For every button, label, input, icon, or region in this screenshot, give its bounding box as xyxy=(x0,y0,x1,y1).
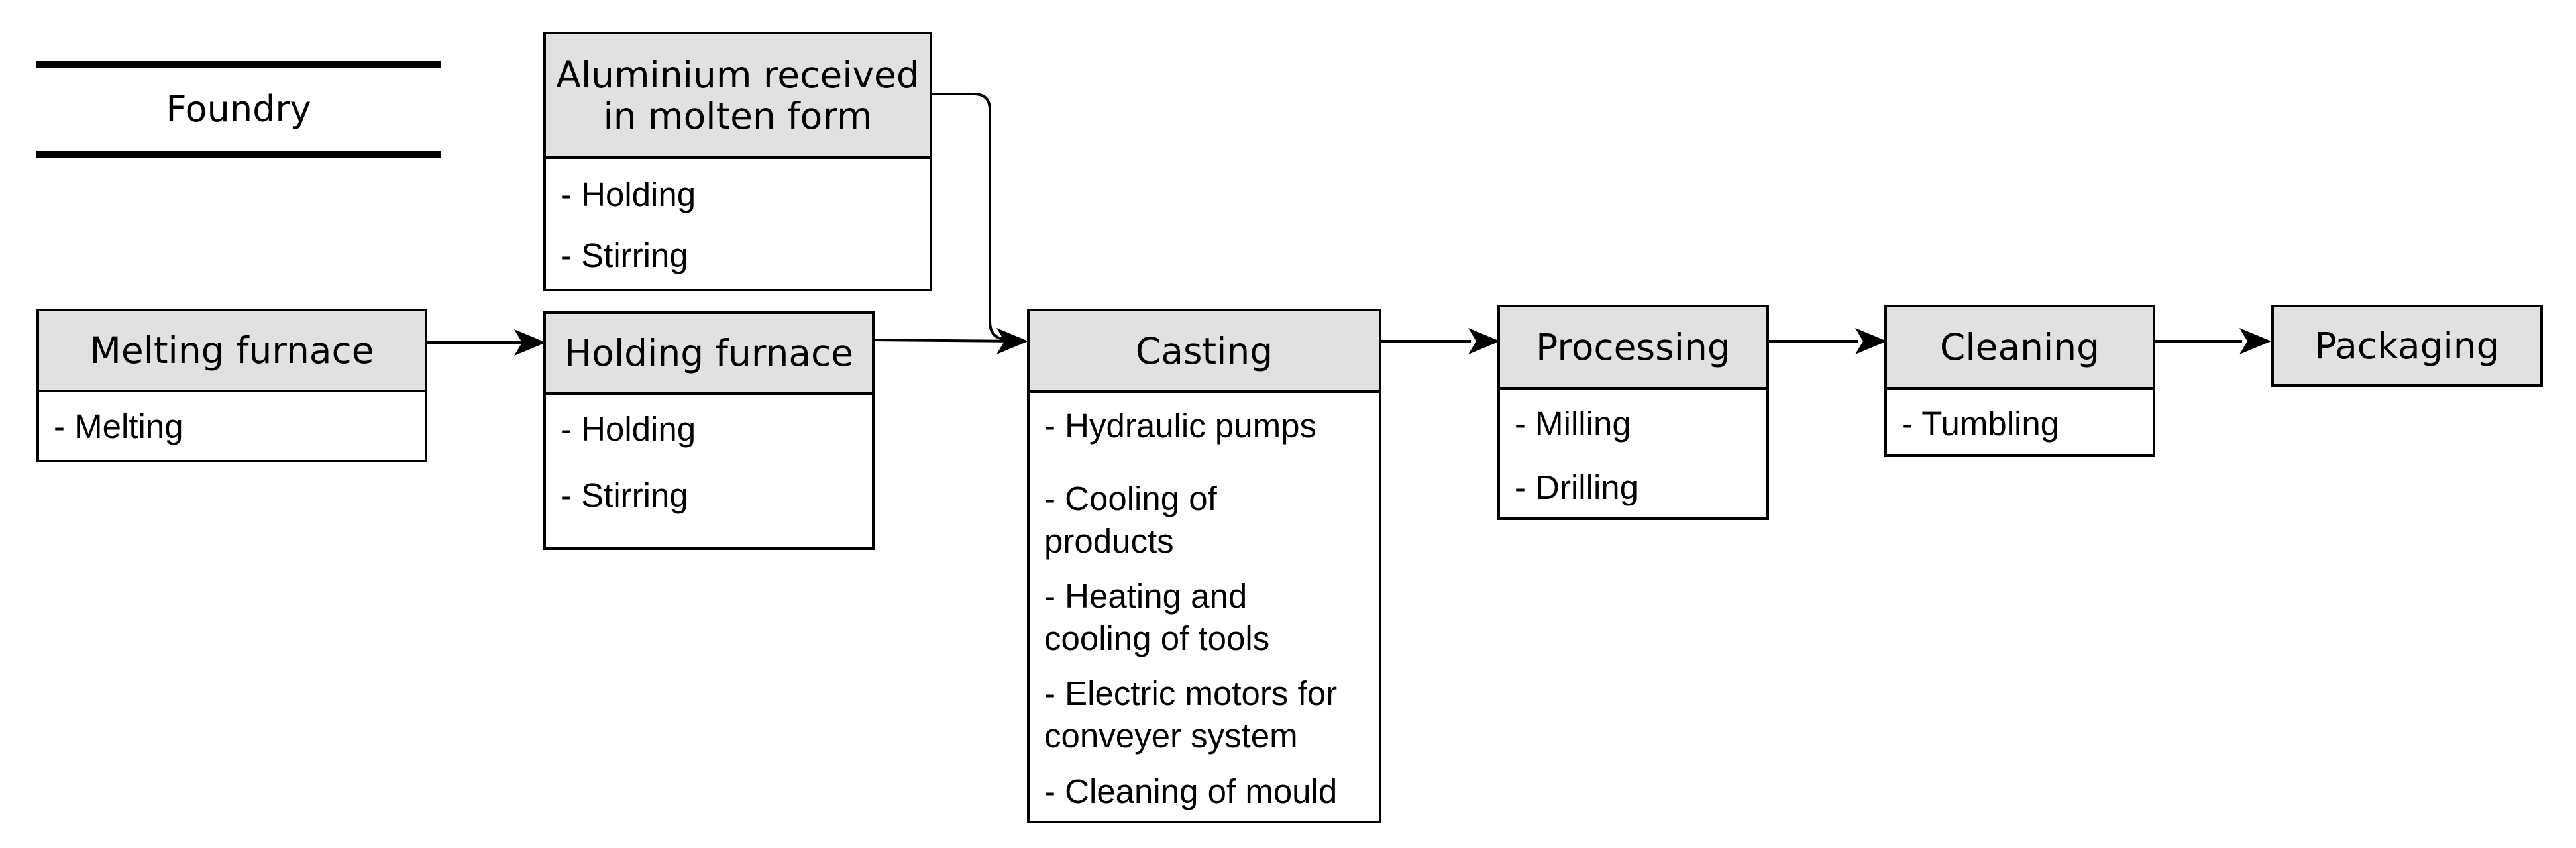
box-processing-item: - Milling xyxy=(1515,405,1631,443)
box-cleaning: Cleaning - Tumbling xyxy=(1884,305,2155,457)
arrowhead-melting-to-holding xyxy=(514,329,546,356)
box-processing-title: Processing xyxy=(1536,326,1731,368)
legend-foundry: Foundry xyxy=(36,61,441,158)
box-casting-item: products xyxy=(1044,522,1174,560)
box-casting-item: - Electric motors for xyxy=(1044,674,1338,712)
box-aluminium-item: - Stirring xyxy=(561,237,688,274)
box-packaging-header: Packaging xyxy=(2274,307,2540,384)
box-aluminium-item: - Holding xyxy=(561,176,696,213)
box-holding-item: - Stirring xyxy=(561,476,688,514)
box-casting-item: conveyer system xyxy=(1044,717,1298,755)
box-melting-title: Melting furnace xyxy=(89,329,374,372)
box-holding-item: - Holding xyxy=(561,410,696,448)
box-casting-item: - Cooling of xyxy=(1044,480,1217,517)
arrow-aluminium-to-casting xyxy=(930,93,1020,341)
box-holding-furnace: Holding furnace - Holding - Stirring xyxy=(543,311,875,550)
box-cleaning-header: Cleaning xyxy=(1887,307,2153,390)
box-holding-title: Holding furnace xyxy=(564,332,854,374)
box-packaging-title: Packaging xyxy=(2314,325,2500,367)
arrowhead-processing-to-cleaning xyxy=(1855,328,1887,354)
box-holding-header: Holding furnace xyxy=(546,314,872,395)
arrowhead-casting-to-processing xyxy=(1468,328,1500,354)
box-cleaning-title: Cleaning xyxy=(1939,326,2100,368)
box-casting-item: - Cleaning of mould xyxy=(1044,772,1338,810)
box-aluminium-title-line2: in molten form xyxy=(603,95,873,137)
box-melting-furnace: Melting furnace - Melting xyxy=(36,309,427,462)
box-casting-header: Casting xyxy=(1030,311,1379,393)
box-casting-item: - Hydraulic pumps xyxy=(1044,407,1316,445)
box-aluminium-title-line1: Aluminium received xyxy=(556,54,920,96)
box-aluminium-header: Aluminium received in molten form xyxy=(546,34,930,159)
box-casting-item: cooling of tools xyxy=(1044,619,1270,657)
box-casting: Casting - Hydraulic pumps - Cooling of p… xyxy=(1027,309,1381,823)
box-processing-item: - Drilling xyxy=(1515,468,1639,506)
arrowhead-holding-to-casting xyxy=(996,328,1028,354)
arrow-holding-to-casting xyxy=(873,339,1021,343)
arrowhead-cleaning-to-packaging xyxy=(2239,328,2271,354)
box-cleaning-item: - Tumbling xyxy=(1902,405,2060,443)
legend-label: Foundry xyxy=(166,88,311,130)
box-packaging: Packaging xyxy=(2271,305,2543,387)
box-melting-item: - Melting xyxy=(54,407,184,445)
box-melting-header: Melting furnace xyxy=(39,311,425,392)
box-processing: Processing - Milling - Drilling xyxy=(1497,305,1769,520)
box-aluminium-received: Aluminium received in molten form - Hold… xyxy=(543,32,932,292)
box-processing-header: Processing xyxy=(1500,307,1766,390)
box-casting-item: - Heating and xyxy=(1044,577,1248,615)
box-casting-title: Casting xyxy=(1135,329,1273,372)
